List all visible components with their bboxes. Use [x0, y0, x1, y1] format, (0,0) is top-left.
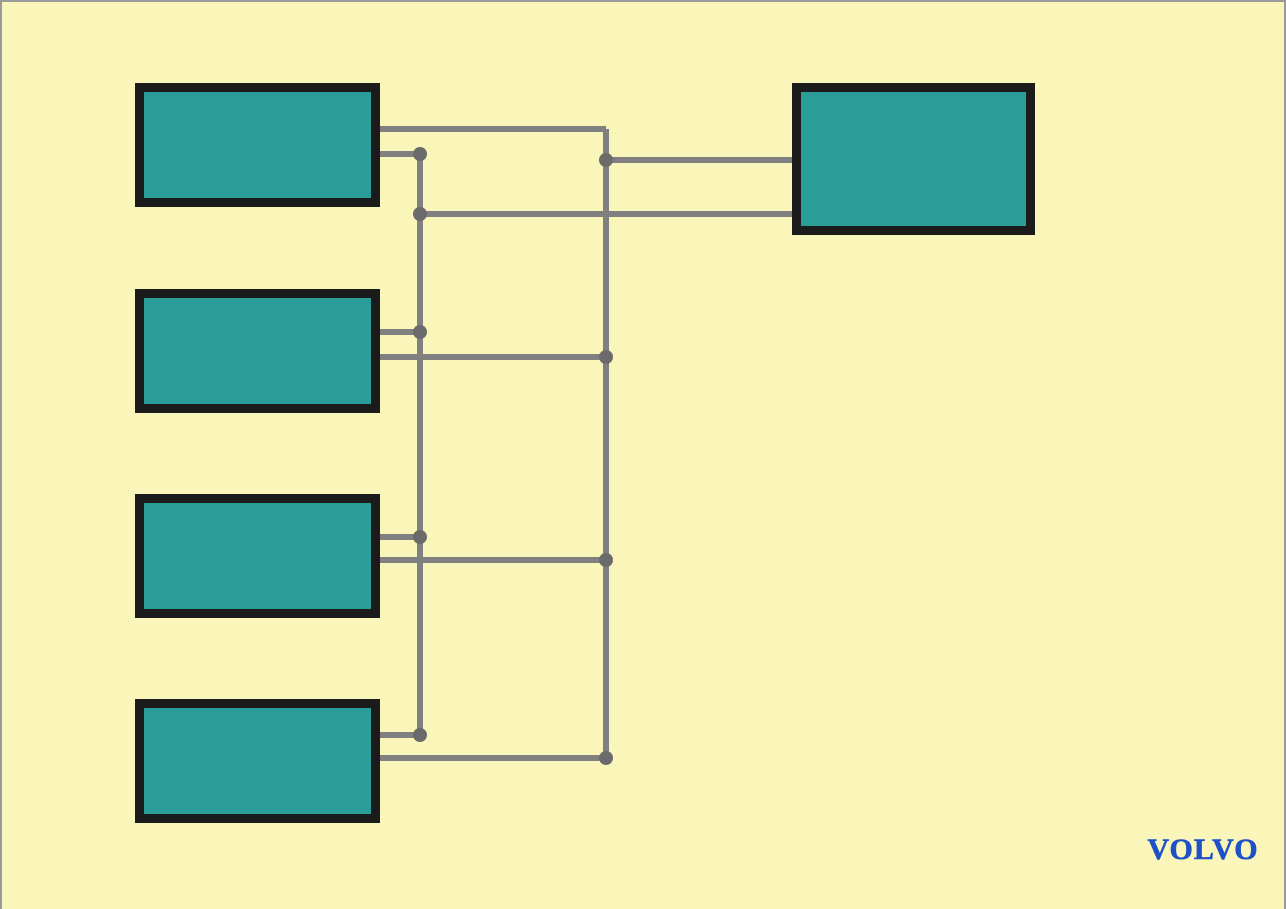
diagram-node-5[interactable]	[792, 83, 1035, 235]
connector-junction-dot	[599, 553, 613, 567]
connector-junction-dot	[413, 530, 427, 544]
connector-junction-dot	[599, 751, 613, 765]
diagram-node-label	[144, 92, 371, 198]
connector-junction-dot	[599, 350, 613, 364]
diagram-node-label	[801, 92, 1026, 226]
diagram-node-2[interactable]	[135, 289, 380, 413]
diagram-node-3[interactable]	[135, 494, 380, 618]
connector-lines	[380, 126, 792, 761]
diagram-node-4[interactable]	[135, 699, 380, 823]
connector-junction-dot	[599, 153, 613, 167]
diagram-node-1[interactable]	[135, 83, 380, 207]
connector-junctions	[413, 147, 613, 765]
diagram-node-label	[144, 708, 371, 814]
connector-junction-dot	[413, 207, 427, 221]
volvo-logo: VOLVO	[1128, 833, 1278, 867]
volvo-wordmark: VOLVO	[1147, 833, 1259, 867]
diagram-node-label	[144, 503, 371, 609]
diagram-node-label	[144, 298, 371, 404]
connector-junction-dot	[413, 147, 427, 161]
connector-junction-dot	[413, 325, 427, 339]
connector-junction-dot	[413, 728, 427, 742]
